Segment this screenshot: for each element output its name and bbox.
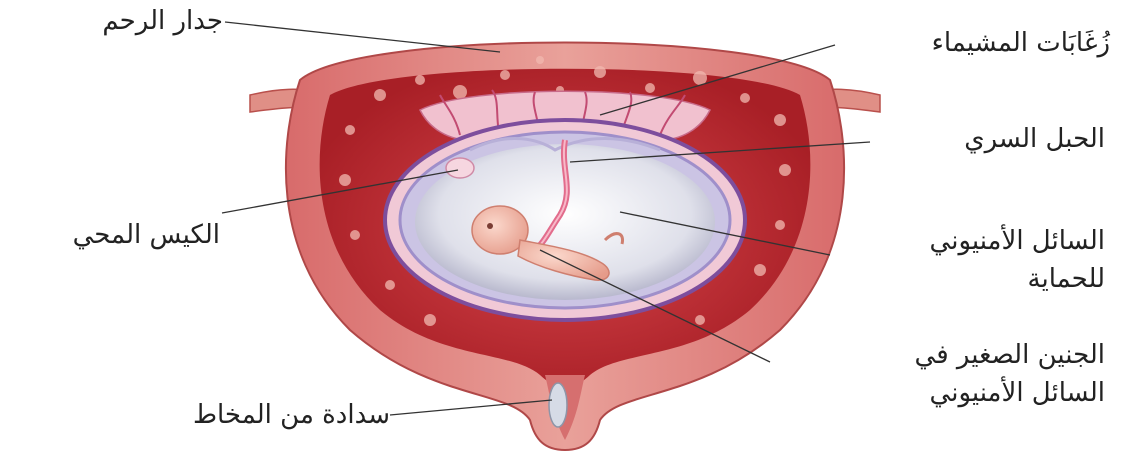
- label-mucus-plug: سدادة من المخاط: [100, 398, 390, 432]
- label-embryo-line2: السائل الأمنيوني: [775, 374, 1105, 412]
- label-embryo-line1: الجنين الصغير في: [775, 336, 1105, 374]
- label-umbilical-cord: الحبل السري: [875, 122, 1105, 156]
- label-chorionic-villi: زُغَابَات المشيماء: [840, 26, 1110, 60]
- label-uterine-wall: جدار الرحم: [18, 4, 223, 38]
- label-embryo: الجنين الصغير في السائل الأمنيوني: [775, 336, 1105, 412]
- label-amniotic-fluid-line2: للحماية: [835, 260, 1105, 298]
- label-amniotic-fluid-line1: السائل الأمنيوني: [835, 222, 1105, 260]
- yolk-sac-shape: [446, 158, 474, 178]
- leader-uterine-wall: [225, 22, 500, 52]
- mucus-plug-shape: [549, 383, 567, 427]
- label-amniotic-fluid: السائل الأمنيوني للحماية: [835, 222, 1105, 298]
- label-yolk-sac: الكيس المحي: [10, 218, 220, 252]
